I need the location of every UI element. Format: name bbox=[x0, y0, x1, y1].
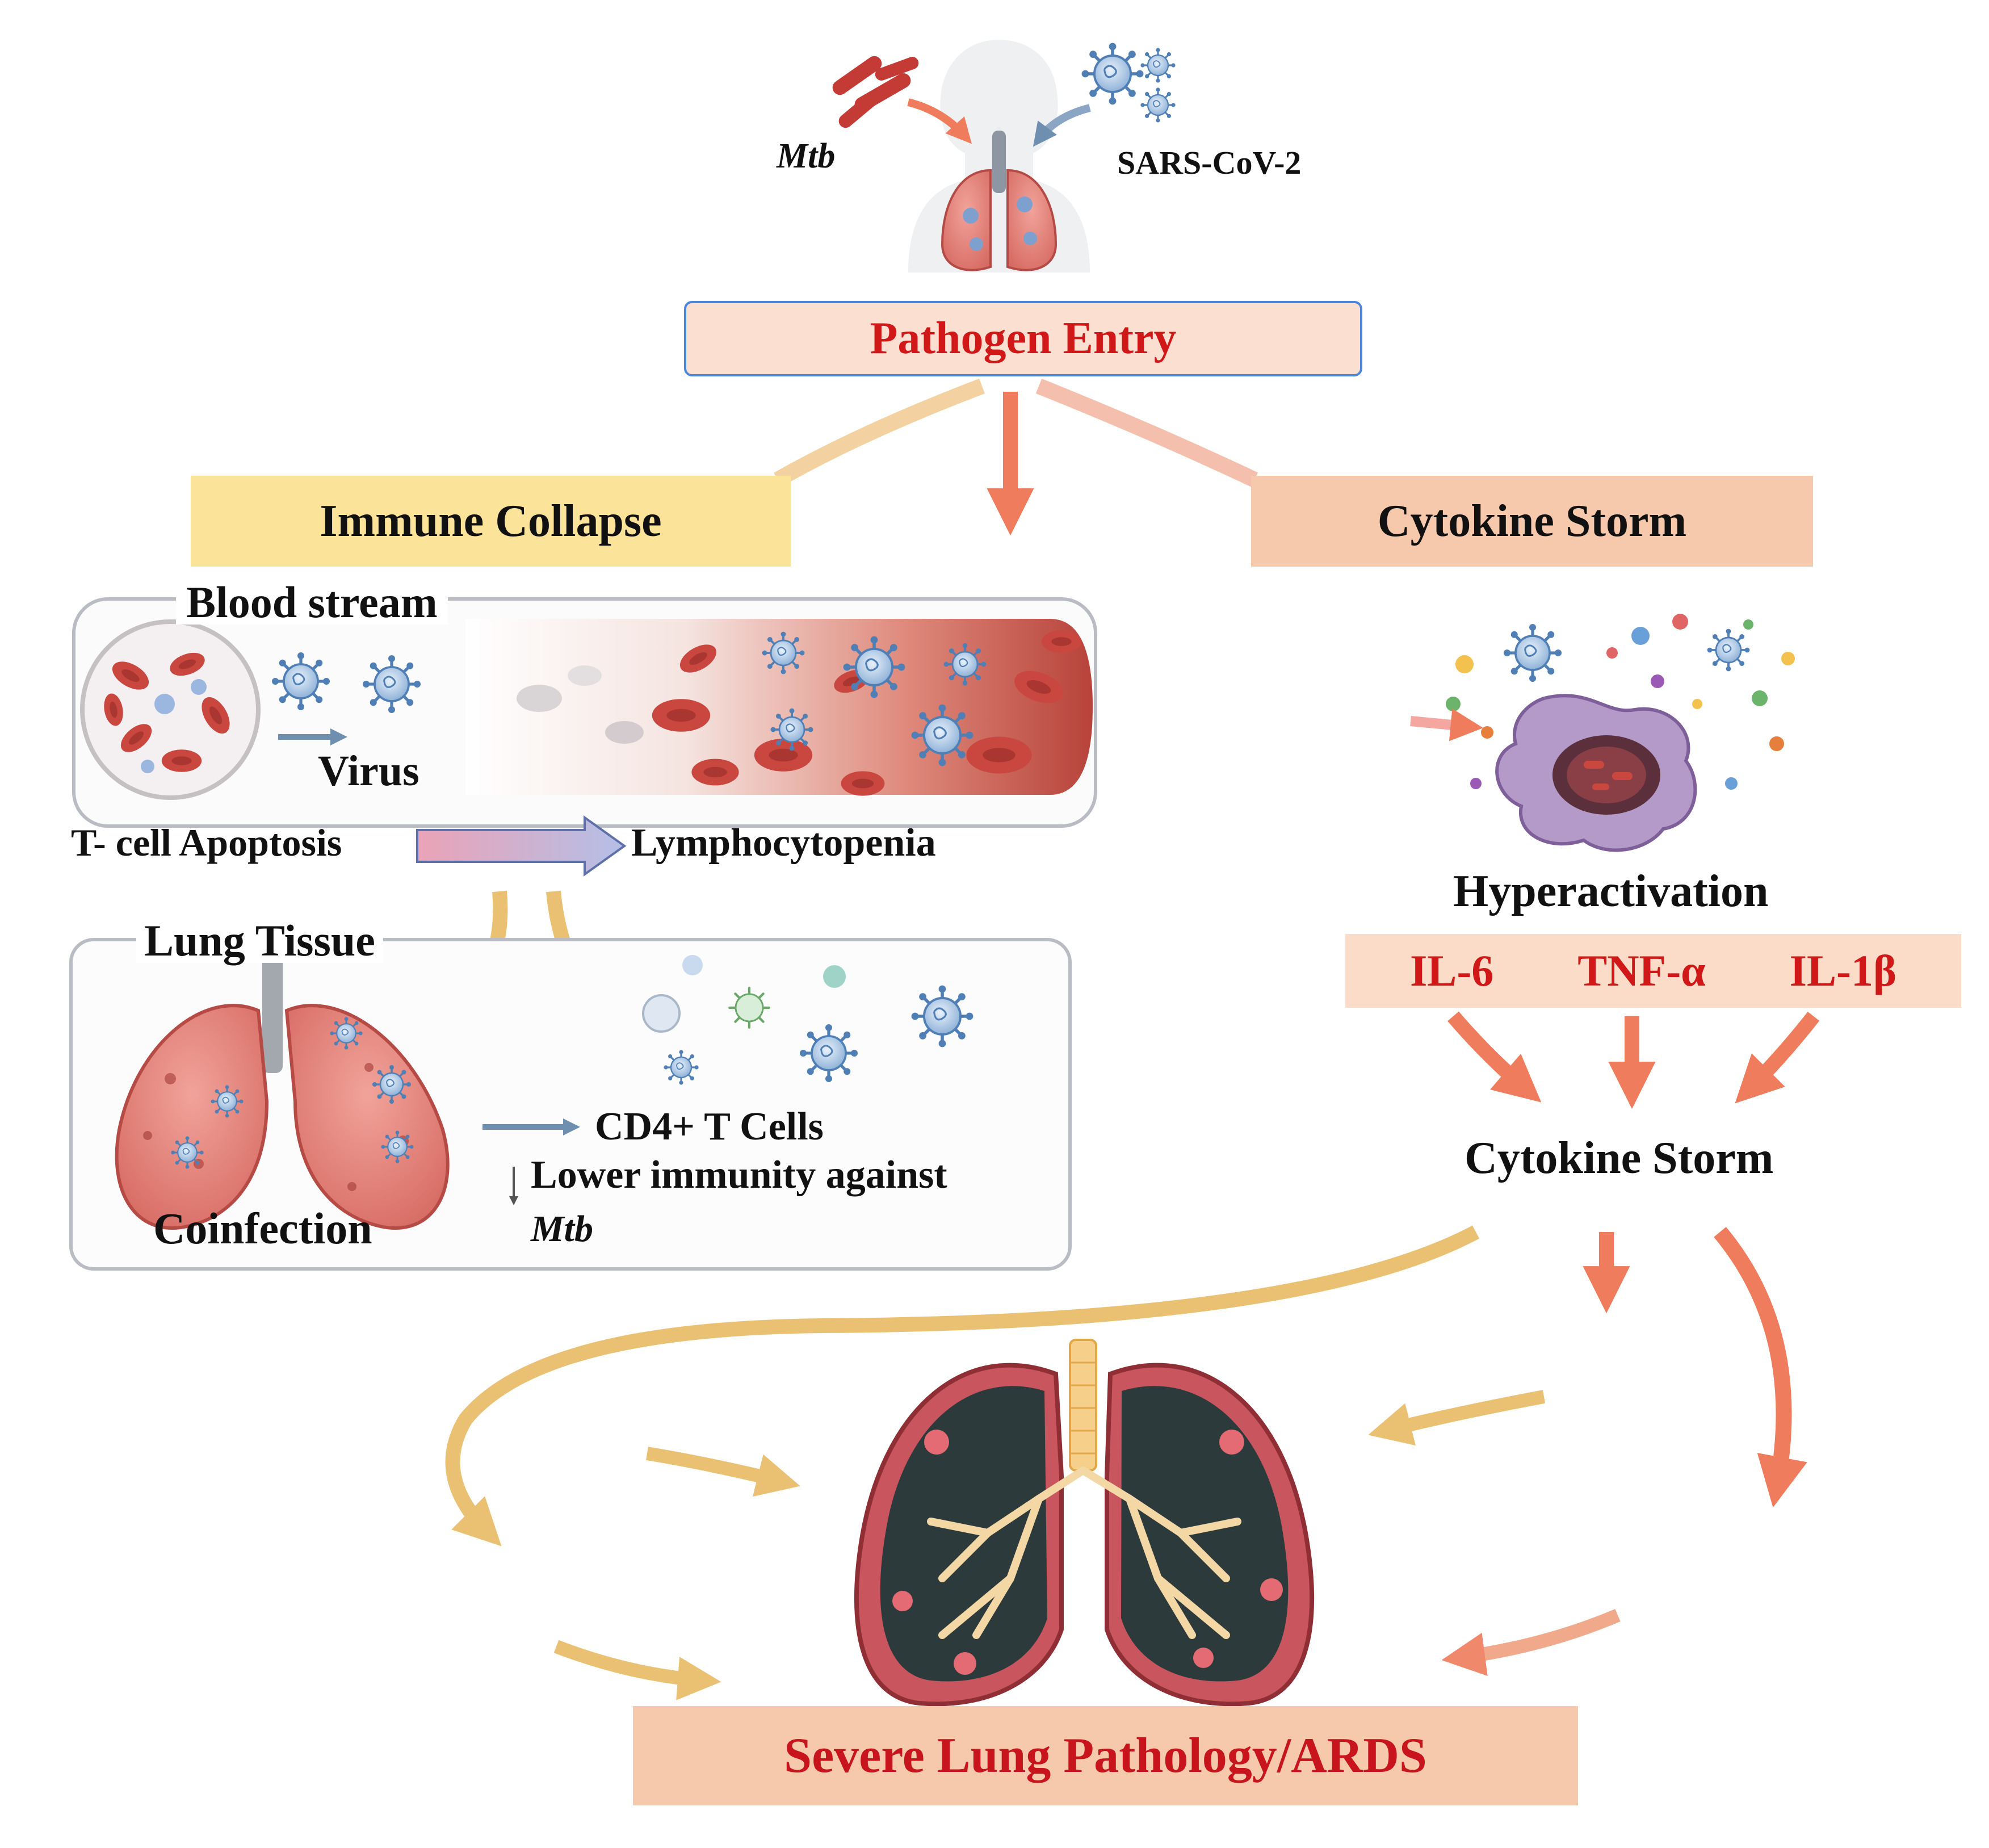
immune-collapse-box: Immune Collapse bbox=[191, 476, 791, 567]
virus-label: Virus bbox=[318, 747, 419, 795]
t-cell-apoptosis-label: T- cell Apoptosis bbox=[71, 821, 342, 864]
cytokine-list-box: IL-6 TNF-α IL-1β bbox=[1345, 934, 1961, 1008]
outcome-arrows bbox=[445, 1225, 1807, 1700]
cytokine-arrows bbox=[1447, 1011, 1820, 1109]
lung-tissue-title: Lung Tissue bbox=[136, 919, 383, 963]
cytokine-storm-result-label: Cytokine Storm bbox=[1465, 1133, 1774, 1183]
sars-cov-2-label: SARS-CoV-2 bbox=[1117, 144, 1302, 181]
lung-tissue-illustration bbox=[69, 938, 1072, 1271]
mtb-immunity-label: Mtb bbox=[531, 1208, 594, 1250]
pathogen-entry-box: Pathogen Entry bbox=[684, 301, 1362, 376]
lower-immunity-label: Lower immunity against bbox=[531, 1153, 947, 1197]
cytokine-storm-box: Cytokine Storm bbox=[1251, 476, 1813, 567]
hyperactivation-label: Hyperactivation bbox=[1453, 866, 1769, 916]
mtb-label: Mtb bbox=[777, 137, 836, 175]
pathogen-entry-title: Pathogen Entry bbox=[870, 313, 1177, 363]
blood-stream-title: Blood stream bbox=[176, 580, 448, 625]
immune-collapse-title: Immune Collapse bbox=[320, 496, 662, 546]
cytokine-il-1-beta: IL-1β bbox=[1789, 946, 1897, 995]
lymphocytopenia-label: Lymphocytopenia bbox=[631, 821, 936, 865]
coinfection-label: Coinfection bbox=[153, 1204, 372, 1253]
blood-stream-illustration bbox=[72, 597, 1097, 877]
diseased-lungs-illustration bbox=[854, 1339, 1315, 1707]
pathogen-entry-illustration bbox=[832, 40, 1177, 273]
outcome-box: Severe Lung Pathology/ARDS bbox=[633, 1706, 1578, 1805]
outcome-title: Severe Lung Pathology/ARDS bbox=[784, 1728, 1427, 1783]
cytokine-il-6: IL-6 bbox=[1409, 946, 1494, 995]
cytokine-storm-title: Cytokine Storm bbox=[1377, 496, 1687, 546]
cd4-t-cells-label: CD4+ T Cells bbox=[595, 1105, 824, 1149]
hyperactivation-illustration bbox=[1410, 614, 1795, 852]
branch-arrows bbox=[774, 378, 1258, 536]
cytokine-tnf-alpha: TNF-α bbox=[1577, 946, 1706, 995]
